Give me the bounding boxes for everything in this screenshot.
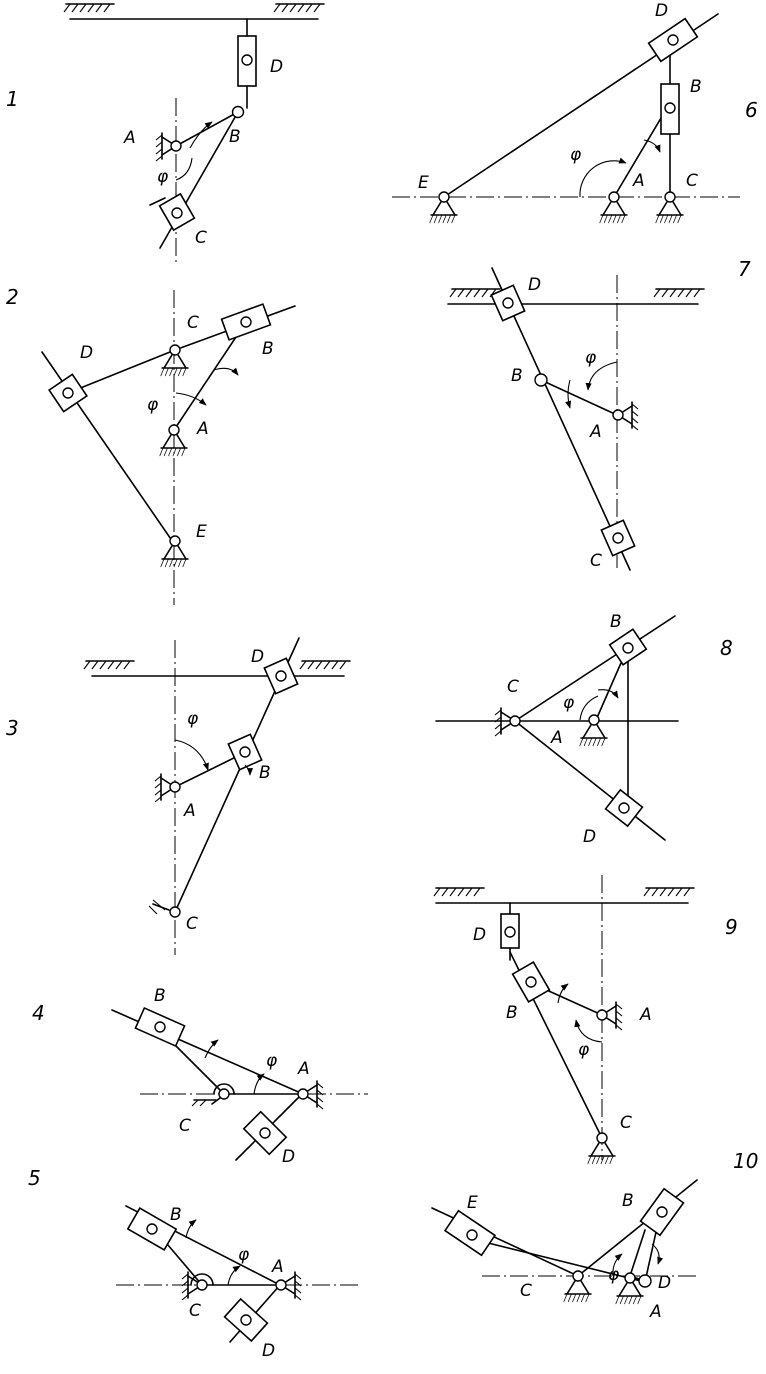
joint-label-phi: φ: [187, 709, 199, 729]
joint-label-c: C: [620, 1113, 632, 1133]
joint-label-d: D: [270, 57, 283, 77]
joint-label-b: B: [229, 127, 241, 147]
joint-label-d: D: [583, 827, 596, 847]
joint-label-c: C: [187, 313, 199, 333]
joint-label-a: A: [123, 128, 136, 148]
joint-label-a: A: [639, 1005, 652, 1025]
joint-label-b: B: [610, 612, 622, 632]
mechanism-number-10: 10: [733, 1149, 758, 1173]
joint-label-phi: φ: [570, 145, 582, 165]
joint-label-a: A: [297, 1059, 310, 1079]
joint-label-c: C: [179, 1116, 191, 1136]
mechanism-10: 10 E B D A C φ: [431, 1149, 758, 1322]
mechanism-5: 5 B A C D φ: [28, 1166, 360, 1361]
joint-label-b: B: [170, 1205, 182, 1225]
joint-label-phi: φ: [578, 1040, 590, 1060]
joint-label-a: A: [196, 419, 209, 439]
joint-label-phi: φ: [147, 395, 159, 415]
joint-label-d: D: [658, 1273, 671, 1293]
joint-label-d: D: [655, 1, 668, 21]
joint-label-e: E: [196, 522, 207, 542]
mechanism-number-3: 3: [6, 716, 19, 740]
joint-label-c: C: [686, 171, 698, 191]
mechanism-number-1: 1: [6, 87, 19, 111]
joint-label-c: C: [520, 1281, 532, 1301]
joint-label-phi: φ: [608, 1265, 620, 1285]
mechanism-1: 1 A B C D φ: [6, 3, 325, 262]
mechanism-7: 7 D B A C φ: [447, 257, 751, 571]
joint-label-a: A: [632, 171, 645, 191]
mechanism-number-7: 7: [738, 257, 751, 281]
mechanism-number-4: 4: [32, 1001, 45, 1025]
joint-label-b: B: [690, 77, 702, 97]
joint-label-d: D: [251, 647, 264, 667]
mechanism-number-5: 5: [28, 1166, 41, 1190]
joint-label-b: B: [259, 763, 271, 783]
joint-label-b: B: [262, 339, 274, 359]
joint-label-c: C: [590, 551, 602, 571]
joint-label-a: A: [271, 1257, 284, 1277]
joint-label-phi: φ: [585, 348, 597, 368]
joint-label-d: D: [80, 343, 93, 363]
mechanism-number-2: 2: [6, 285, 19, 309]
joint-label-b: B: [511, 366, 523, 386]
joint-label-d: D: [528, 275, 541, 295]
joint-label-e: E: [467, 1193, 478, 1213]
joint-label-d: D: [473, 925, 486, 945]
joint-label-a: A: [649, 1302, 662, 1322]
mechanism-number-9: 9: [725, 915, 738, 939]
joint-label-b: B: [622, 1191, 634, 1211]
joint-label-a: A: [550, 728, 563, 748]
joint-label-d: D: [262, 1341, 275, 1361]
mechanism-4: 4 B A C D φ: [32, 986, 368, 1167]
joint-label-c: C: [195, 228, 207, 248]
mechanism-6: 6 D B A C E φ: [392, 1, 758, 223]
mechanism-9: 9 D B A C φ: [433, 875, 738, 1164]
joint-label-a: A: [183, 801, 196, 821]
joint-label-c: C: [186, 914, 198, 934]
mechanism-8: 8 B C A D φ: [435, 612, 733, 847]
joint-label-phi: φ: [238, 1245, 250, 1265]
joint-label-e: E: [418, 173, 429, 193]
joint-label-b: B: [506, 1003, 518, 1023]
joint-label-phi: φ: [266, 1051, 278, 1071]
mechanism-3: 3 D B A C φ: [6, 637, 351, 955]
joint-label-c: C: [189, 1301, 201, 1321]
mechanism-number-6: 6: [745, 98, 758, 122]
mechanism-2: 2 C B D A E φ: [6, 285, 296, 605]
joint-label-phi: φ: [157, 167, 169, 187]
joint-label-phi: φ: [563, 693, 575, 713]
joint-label-b: B: [154, 986, 166, 1006]
joint-label-a: A: [589, 422, 602, 442]
joint-label-d: D: [282, 1147, 295, 1167]
mechanism-number-8: 8: [720, 636, 733, 660]
joint-label-c: C: [507, 677, 519, 697]
